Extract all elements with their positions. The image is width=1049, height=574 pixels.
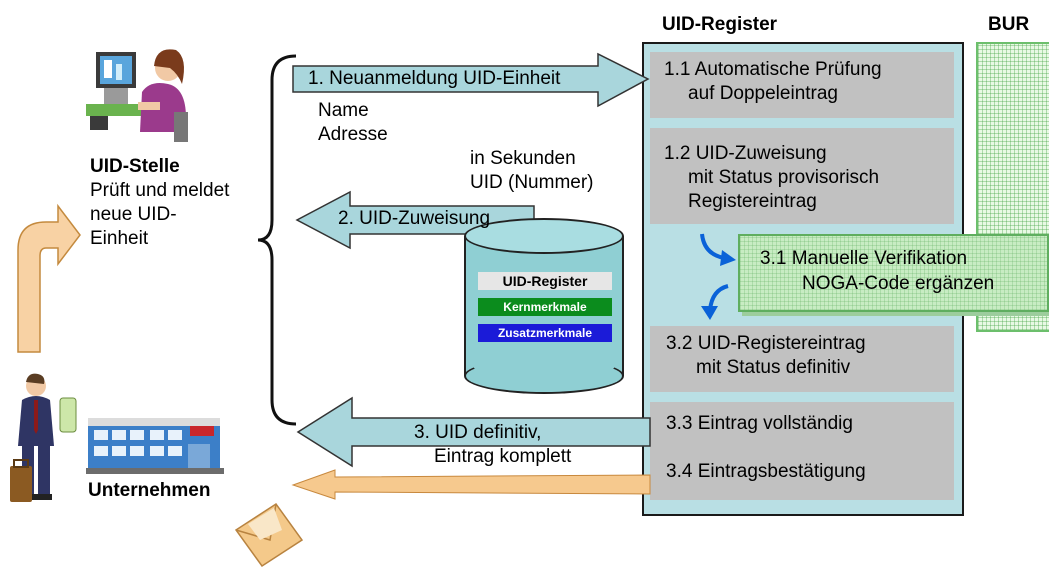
- step-3-3-label: 3.3 Eintrag vollständig: [666, 413, 853, 434]
- step-3-4-label: 3.4 Eintragsbestätigung: [666, 461, 866, 482]
- step-1-2: 1.2 UID-Zuweisung mit Status provisorisc…: [650, 128, 954, 224]
- uid-stelle-title: UID-Stelle: [90, 156, 180, 177]
- database-top: [464, 218, 624, 254]
- step-1-2-line1: 1.2 UID-Zuweisung: [664, 143, 827, 164]
- step-3-3-3-4: 3.3 Eintrag vollständig 3.4 Eintragsbest…: [650, 402, 954, 500]
- uid-stelle-line1: Prüft und meldet: [90, 180, 230, 201]
- arrow-1-label: 1. Neuanmeldung UID-Einheit: [308, 68, 561, 89]
- building-icon: [86, 418, 224, 474]
- step-1-1-line2: auf Doppeleintrag: [688, 83, 838, 104]
- step-3-2: 3.2 UID-Registereintrag mit Status defin…: [650, 326, 954, 392]
- note-uid-nummer: UID (Nummer): [470, 172, 594, 193]
- unternehmen-label: Unternehmen: [88, 480, 211, 501]
- uid-stelle-line3: Einheit: [90, 228, 149, 249]
- database-bottom: [464, 358, 624, 394]
- blue-arrow-down: [700, 233, 725, 260]
- step-3-2-line2: mit Status definitiv: [696, 357, 851, 378]
- arrow-3-shape: [296, 396, 651, 468]
- step-3-1-line2: NOGA-Code ergänzen: [802, 273, 995, 294]
- uid-stelle-line2: neue UID-: [90, 204, 177, 225]
- blue-arrow-down-head: [720, 250, 736, 266]
- step-1-2-line3: Registereintrag: [688, 191, 817, 212]
- step-1-1-line1: 1.1 Automatische Prüfung: [664, 59, 882, 80]
- note-adresse: Adresse: [318, 124, 388, 145]
- person-at-computer-icon: [86, 49, 188, 142]
- note-name: Name: [318, 100, 369, 121]
- envelope-icon: [234, 502, 304, 568]
- arrow-1-shape: [292, 52, 650, 108]
- step-1-2-line2: mit Status provisorisch: [688, 167, 880, 188]
- database-title: UID-Register: [478, 272, 612, 290]
- database-kern-label: Kernmerkmale: [478, 298, 612, 316]
- step-3-2-line1: 3.2 UID-Registereintrag: [666, 333, 866, 354]
- orange-arrow-shape: [291, 469, 651, 500]
- register-header: UID-Register: [662, 14, 778, 35]
- database-zusatz-label: Zusatzmerkmale: [478, 324, 612, 342]
- step-3-1-box: 3.1 Manuelle Verifikation NOGA-Code ergä…: [738, 234, 1049, 312]
- arrow-3-label-line2: Eintrag komplett: [434, 446, 572, 467]
- note-in-sekunden: in Sekunden: [470, 148, 576, 169]
- arrow-2-label: 2. UID-Zuweisung: [338, 208, 491, 229]
- step-3-1-line1: 3.1 Manuelle Verifikation: [760, 248, 968, 269]
- curved-arrow-icon: [17, 203, 81, 353]
- bur-header: BUR: [988, 14, 1030, 35]
- step-1-1: 1.1 Automatische Prüfung auf Doppeleintr…: [650, 52, 954, 118]
- arrow-3-label-line1: 3. UID definitiv,: [414, 422, 542, 443]
- blue-arrow-up-head: [701, 306, 718, 320]
- businessman-icon: [10, 373, 77, 502]
- brace-shape: [257, 54, 297, 426]
